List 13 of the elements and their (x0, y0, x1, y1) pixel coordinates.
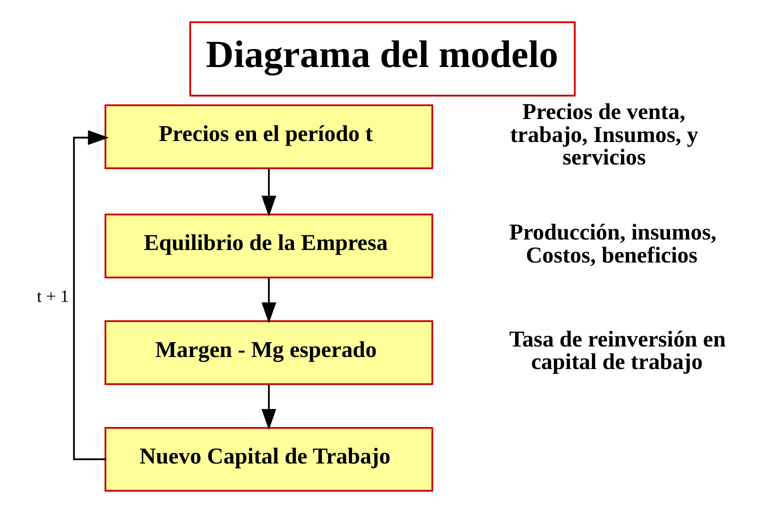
arrow (73, 130, 109, 460)
node-box: Precios en el período t (104, 104, 434, 170)
arrow (262, 168, 276, 217)
node-box: Equilibrio de la Empresa (104, 214, 434, 278)
node-label: Tasa de reinversión en capital de trabajo (509, 326, 726, 374)
node-label: Producción, insumos, Costos, beneficios (509, 220, 716, 268)
node-label: Precios de venta, trabajo, Insumos, y servicios (510, 99, 698, 170)
diagram-title: Diagrama del modelo (206, 34, 558, 76)
arrow (262, 384, 276, 430)
edge-label: t + 1 (36, 286, 70, 306)
node-box: Margen - Mg esperado (104, 320, 434, 385)
node-box: Nuevo Capital de Trabajo (104, 426, 434, 492)
arrow (262, 278, 276, 324)
